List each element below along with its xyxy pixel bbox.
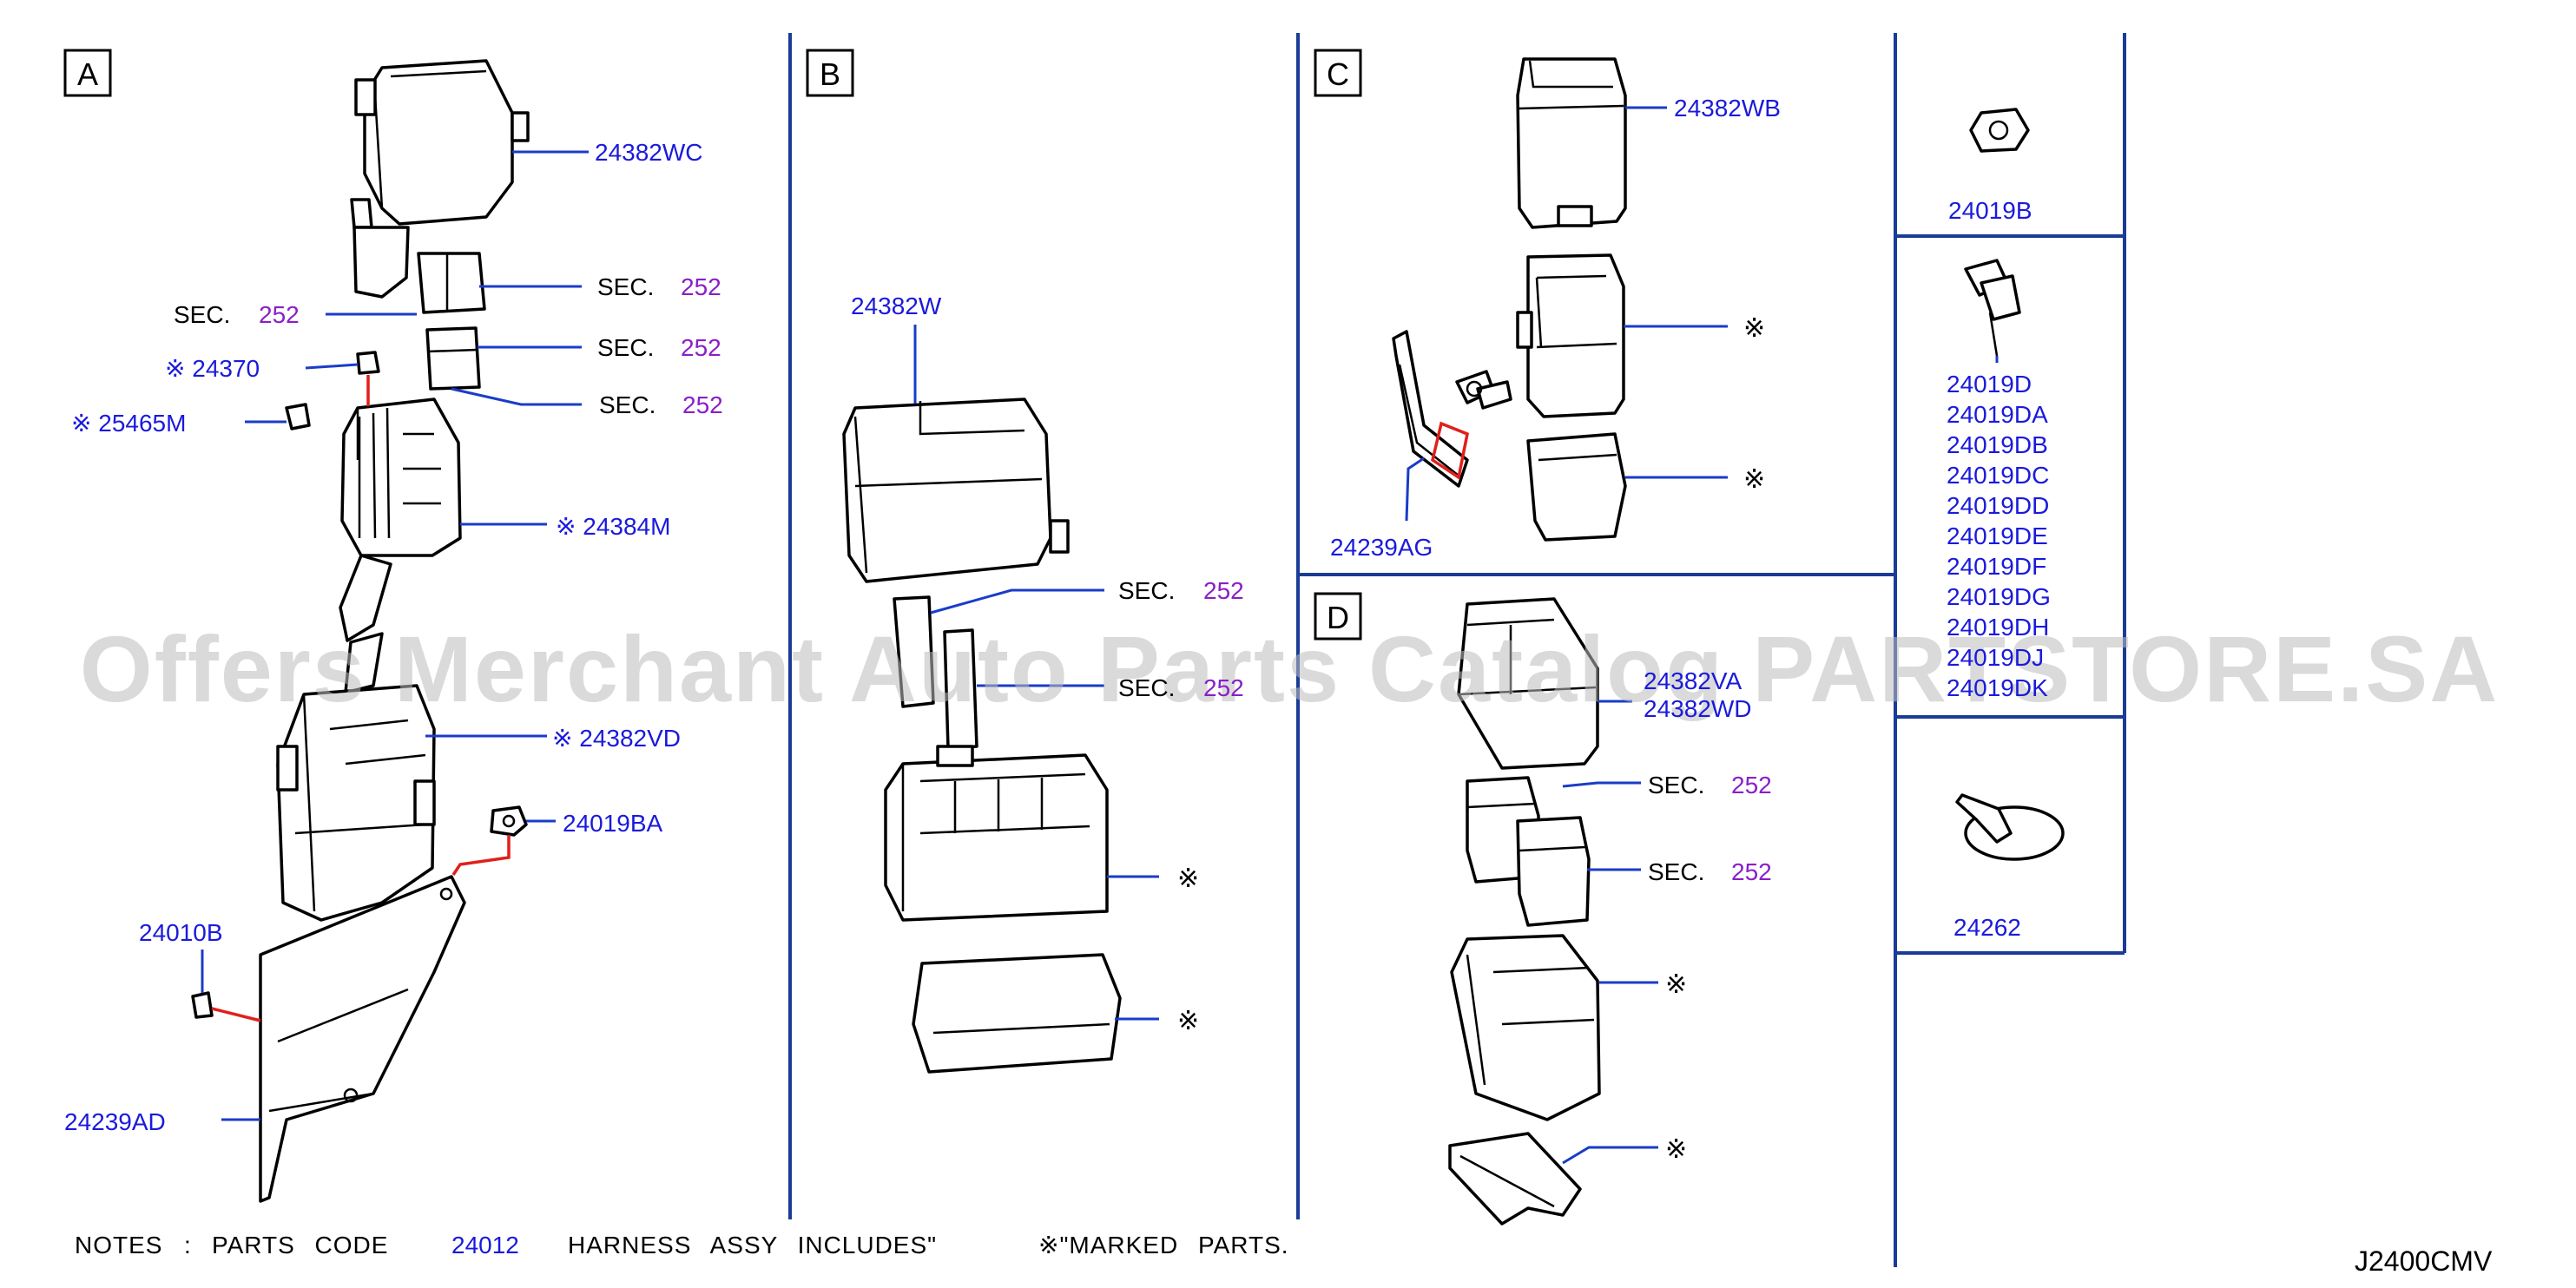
part-number-24382VA[interactable]: 24382VA [1644, 667, 1742, 694]
nut-24019B [1969, 108, 2030, 153]
sec-number-a-left[interactable]: 252 [259, 301, 300, 328]
sec-ref-b-1[interactable]: SEC. [1118, 577, 1175, 604]
part-number-24239AD[interactable]: 24239AD [64, 1108, 166, 1135]
clip-25465M [285, 403, 311, 430]
bracket-upper [344, 632, 384, 694]
bracket-24239AD [259, 875, 466, 1203]
sec-ref-a-2[interactable]: SEC. [597, 334, 654, 361]
lower-cover-b [912, 953, 1122, 1074]
relay-a-top [417, 252, 486, 314]
sec-number-b-1[interactable]: 252 [1203, 577, 1244, 604]
clip-24010B [191, 991, 214, 1019]
part-number-24019DJ[interactable]: 24019DJ [1947, 644, 2044, 671]
part-number-24019BA[interactable]: 24019BA [563, 810, 663, 837]
svg-text:C: C [1327, 56, 1349, 92]
fuse-block-24384M [339, 398, 462, 642]
sec-ref-b-2[interactable]: SEC. [1118, 674, 1175, 701]
relay-box-c [1516, 253, 1625, 418]
sec-number-d-2[interactable]: 252 [1731, 858, 1772, 885]
relay-box-cover-24382W [842, 398, 1070, 583]
marked-part-c-2[interactable]: ※ [1743, 465, 1765, 494]
part-number-24019B[interactable]: 24019B [1948, 197, 2032, 224]
bolt-c [1455, 370, 1512, 410]
bolt-24019D [1964, 259, 2021, 357]
lower-cover-c [1526, 432, 1627, 542]
relay-d-right [1516, 816, 1591, 927]
relay-cover-24382WB [1516, 57, 1627, 229]
sec-number-a-1[interactable]: 252 [681, 273, 721, 300]
part-number-24010B[interactable]: 24010B [139, 919, 223, 946]
diagram-code: J2400CMV [2355, 1245, 2493, 1277]
marked-part-b-1[interactable]: ※ [1177, 864, 1199, 893]
lower-tray-d [1448, 1132, 1582, 1226]
grommet-24262 [1955, 793, 2065, 861]
part-number-24239AG[interactable]: 24239AG [1330, 534, 1433, 561]
part-number-24382W[interactable]: 24382W [851, 292, 942, 319]
svg-text:D: D [1327, 600, 1349, 635]
part-number-24384M[interactable]: ※ 24384M [556, 513, 670, 540]
relay-b-left [893, 595, 935, 708]
part-number-24019DD[interactable]: 24019DD [1947, 492, 2049, 519]
part-number-24019DE[interactable]: 24019DE [1947, 522, 2048, 549]
fuse-box-housing-24382VD [276, 684, 436, 922]
relay-a-middle [425, 326, 481, 391]
part-number-24019DC[interactable]: 24019DC [1947, 462, 2049, 489]
assembly-lines [211, 375, 1470, 1022]
sec-number-d-1[interactable]: 252 [1731, 772, 1772, 798]
fuse-box-d [1450, 934, 1601, 1121]
notes-colon: : [184, 1232, 192, 1258]
panel-dividers [788, 33, 2126, 1267]
sec-ref-a-3[interactable]: SEC. [599, 391, 656, 418]
sec-number-a-2[interactable]: 252 [681, 334, 721, 361]
notes-harness: HARNESS ASSY INCLUDES" [568, 1232, 937, 1258]
part-number-24382VD[interactable]: ※ 24382VD [552, 725, 681, 752]
part-number-24370[interactable]: ※ 24370 [165, 355, 260, 382]
sec-ref-d-1[interactable]: SEC. [1648, 772, 1704, 798]
sec-number-b-2[interactable]: 252 [1203, 674, 1244, 701]
sec-ref-a-1[interactable]: SEC. [597, 273, 654, 300]
part-number-24019D[interactable]: 24019D [1947, 371, 2032, 398]
part-number-25465M[interactable]: ※ 25465M [71, 410, 186, 437]
marked-part-d-1[interactable]: ※ [1665, 970, 1687, 999]
part-number-24382WC[interactable]: 24382WC [595, 139, 703, 166]
part-number-24382WD[interactable]: 24382WD [1644, 695, 1752, 722]
watermark: Offers Merchant Auto Parts Catalog PARTS… [80, 616, 2499, 721]
section-label-c: C [1314, 49, 1362, 97]
part-number-24019DA[interactable]: 24019DA [1947, 401, 2048, 428]
notes-marked: ※"MARKED PARTS. [1038, 1232, 1289, 1258]
sec-ref-a-left[interactable]: SEC. [174, 301, 230, 328]
section-label-b: B [806, 49, 854, 97]
part-number-24019DG[interactable]: 24019DG [1947, 583, 2051, 610]
part-number-24019DF[interactable]: 24019DF [1947, 553, 2046, 580]
marked-part-d-2[interactable]: ※ [1665, 1135, 1687, 1164]
part-number-24019DH[interactable]: 24019DH [1947, 614, 2049, 641]
notes-label: NOTES [75, 1232, 162, 1258]
part-number-24019DB[interactable]: 24019DB [1947, 431, 2048, 458]
footer-notes: NOTES : PARTS CODE 24012 HARNESS ASSY IN… [75, 1232, 1289, 1258]
sec-number-a-3[interactable]: 252 [682, 391, 723, 418]
leader-lines [201, 106, 1999, 1165]
section-label-d: D [1314, 592, 1362, 641]
nut-24019BA [490, 805, 528, 837]
fuse-box-b [884, 745, 1109, 922]
part-number-24382WB[interactable]: 24382WB [1674, 95, 1781, 122]
relay-box-cover-24382WC [350, 59, 530, 299]
notes-parts-code: PARTS CODE [212, 1232, 388, 1258]
sec-ref-d-2[interactable]: SEC. [1648, 858, 1704, 885]
section-label-a: A [63, 49, 112, 97]
part-number-24262[interactable]: 24262 [1953, 914, 2021, 941]
svg-text:A: A [77, 56, 98, 92]
relay-cover-24382VA-WD [1457, 597, 1599, 770]
relay-b-right [943, 628, 978, 750]
marked-part-b-2[interactable]: ※ [1177, 1007, 1199, 1035]
bracket-24239AG [1392, 330, 1469, 488]
svg-text:B: B [820, 56, 840, 92]
notes-code-24012[interactable]: 24012 [451, 1232, 519, 1258]
marked-part-c-1[interactable]: ※ [1743, 314, 1765, 343]
part-number-list-24019D: 24019D 24019DA 24019DB 24019DC 24019DD 2… [1947, 371, 2051, 701]
part-number-24019DK[interactable]: 24019DK [1947, 674, 2048, 701]
clip-24370 [356, 351, 380, 375]
